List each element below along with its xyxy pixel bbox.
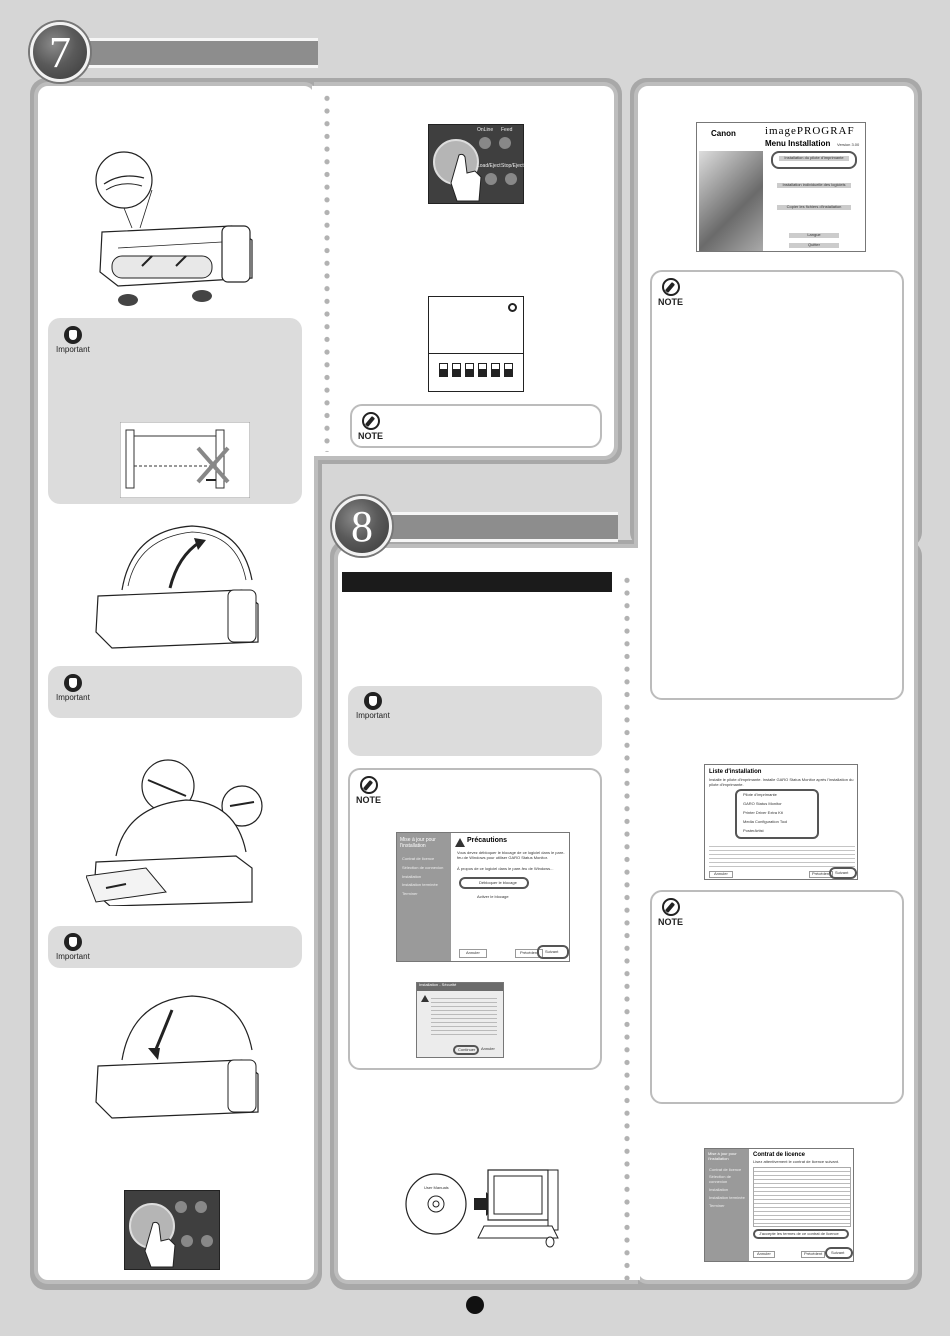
online-button[interactable] — [479, 137, 491, 149]
important-icon: Important — [56, 933, 90, 961]
menu-title: Menu Installation — [765, 139, 831, 148]
install-item[interactable]: Pilote d'imprimante — [743, 792, 777, 797]
next-button-highlight[interactable]: Suivant — [825, 1247, 853, 1259]
install-item[interactable]: Media Configuration Tool — [743, 819, 788, 824]
online-button[interactable] — [175, 1201, 187, 1213]
installer-menu-screenshot: Canon imagePROGRAF Menu Installation Ver… — [696, 122, 866, 252]
wizard-sidebar: Mise à jour pour l'installation Contrat … — [705, 1149, 749, 1261]
install-item[interactable]: Printer Driver Extra Kit — [743, 810, 783, 815]
panel-join — [312, 86, 322, 456]
important-box-2: Important — [48, 666, 302, 718]
cancel-button[interactable]: Annuler — [709, 871, 733, 878]
precautions-title: Précautions — [467, 837, 508, 844]
install-items-highlight — [735, 789, 819, 839]
step8-section-header — [342, 572, 612, 592]
feed-button[interactable] — [195, 1201, 207, 1213]
next-button-highlight[interactable]: Suivant — [829, 867, 857, 879]
quit-button[interactable]: Quitter — [789, 242, 839, 248]
stop-eject-button[interactable] — [201, 1235, 213, 1247]
important-box-3: Important — [48, 926, 302, 968]
install-items: Pilote d'imprimante GARO Status Monitor … — [743, 792, 788, 838]
license-agreement-screenshot: Mise à jour pour l'installation Contrat … — [704, 1148, 854, 1262]
ink-level-indicators — [439, 363, 513, 377]
note-box-step8: NOTE Mise à jour pour l'installation Con… — [348, 768, 602, 1070]
cd-label: User Manuals — [424, 1185, 449, 1190]
install-custom-button[interactable]: Installation individuelle des logiciels — [777, 182, 851, 188]
cancel-button[interactable]: Annuler — [459, 949, 487, 958]
unblock-option-highlight[interactable]: Débloquer le blocage — [459, 877, 529, 889]
note-icon: NOTE — [356, 776, 381, 805]
dotted-divider-2 — [624, 574, 630, 1280]
step8-number-badge: 8 — [332, 496, 392, 556]
important-box-1: Important — [48, 318, 302, 504]
printer-pull-paper-illustration — [86, 759, 263, 906]
continue-button-highlight[interactable]: Continuer — [453, 1045, 479, 1055]
important-icon: Important — [56, 674, 90, 702]
printer-close-cover-illustration — [95, 995, 259, 1119]
status-icon — [508, 303, 517, 312]
copy-files-button[interactable]: Copier les fichiers d'installation — [777, 204, 851, 210]
note-box-step7: NOTE — [350, 404, 602, 448]
cd-to-computer-illustration — [405, 1169, 559, 1248]
printer-open-cover-illustration — [95, 525, 259, 649]
paper-alignment-diagram — [120, 422, 250, 498]
warning-icon — [455, 838, 465, 847]
load-eject-button[interactable] — [485, 173, 497, 185]
stop-eject-button[interactable] — [505, 173, 517, 185]
note-icon: NOTE — [658, 898, 683, 927]
pressing-finger-icon — [450, 153, 482, 202]
license-title: Contrat de licence — [753, 1152, 806, 1158]
language-button[interactable]: Langue — [789, 232, 839, 238]
warning-icon — [421, 995, 429, 1002]
install-list-screenshot: Liste d'installation Installe le pilote … — [704, 764, 858, 880]
pressing-finger-icon — [144, 1221, 176, 1268]
license-text — [753, 1167, 851, 1227]
product-photo — [699, 151, 763, 251]
lcd-display — [428, 296, 524, 392]
note-icon: NOTE — [358, 412, 383, 441]
step7-number: 7 — [49, 27, 71, 77]
cancel-button[interactable]: Annuler — [753, 1251, 775, 1258]
product-name: imagePROGRAF — [765, 125, 855, 137]
dotted-divider — [324, 92, 330, 452]
install-list-title: Liste d'installation — [709, 769, 762, 775]
feed-button[interactable] — [499, 137, 511, 149]
control-panel-photo-top: OnLine Feed Load/Eject Stop/Eject — [428, 124, 524, 204]
important-icon: Important — [56, 326, 90, 354]
install-item[interactable]: GARO Status Monitor — [743, 801, 782, 806]
step8-number: 8 — [351, 501, 373, 551]
step7-title-bar — [60, 38, 318, 68]
note-box-large: NOTE — [650, 270, 904, 700]
back-button[interactable]: Précédent — [801, 1251, 826, 1258]
precautions-dialog-screenshot: Mise à jour pour l'installation Contrat … — [396, 832, 570, 962]
page-number-marker — [466, 1296, 484, 1314]
load-eject-button[interactable] — [181, 1235, 193, 1247]
step8-title-bar — [360, 512, 618, 542]
printer-roll-illustration — [95, 151, 253, 306]
important-box-step8: Important — [348, 686, 602, 756]
install-item[interactable]: PosterArtist — [743, 828, 764, 833]
step7-number-badge: 7 — [30, 22, 90, 82]
block-option[interactable]: Activer le blocage — [477, 894, 509, 899]
next-button-highlight[interactable]: Suivant — [537, 945, 569, 959]
cancel-button[interactable]: Annuler — [481, 1046, 495, 1051]
install-driver-button-highlight[interactable]: Installation du pilote d'imprimante — [771, 151, 857, 169]
control-panel-photo-bottom — [124, 1190, 220, 1270]
note-box-right-2: NOTE — [650, 890, 904, 1104]
wizard-sidebar: Mise à jour pour l'installation Contrat … — [397, 833, 451, 961]
note-icon: NOTE — [658, 278, 683, 307]
firewall-dialog-screenshot: Installation - Sécurité Continuer Annule… — [416, 982, 504, 1058]
accept-option-highlight[interactable]: J'accepte les termes de ce contrat de li… — [753, 1229, 849, 1239]
panel-join-2 — [630, 548, 640, 1280]
important-icon: Important — [356, 692, 390, 720]
brand-name: Canon — [711, 129, 736, 138]
